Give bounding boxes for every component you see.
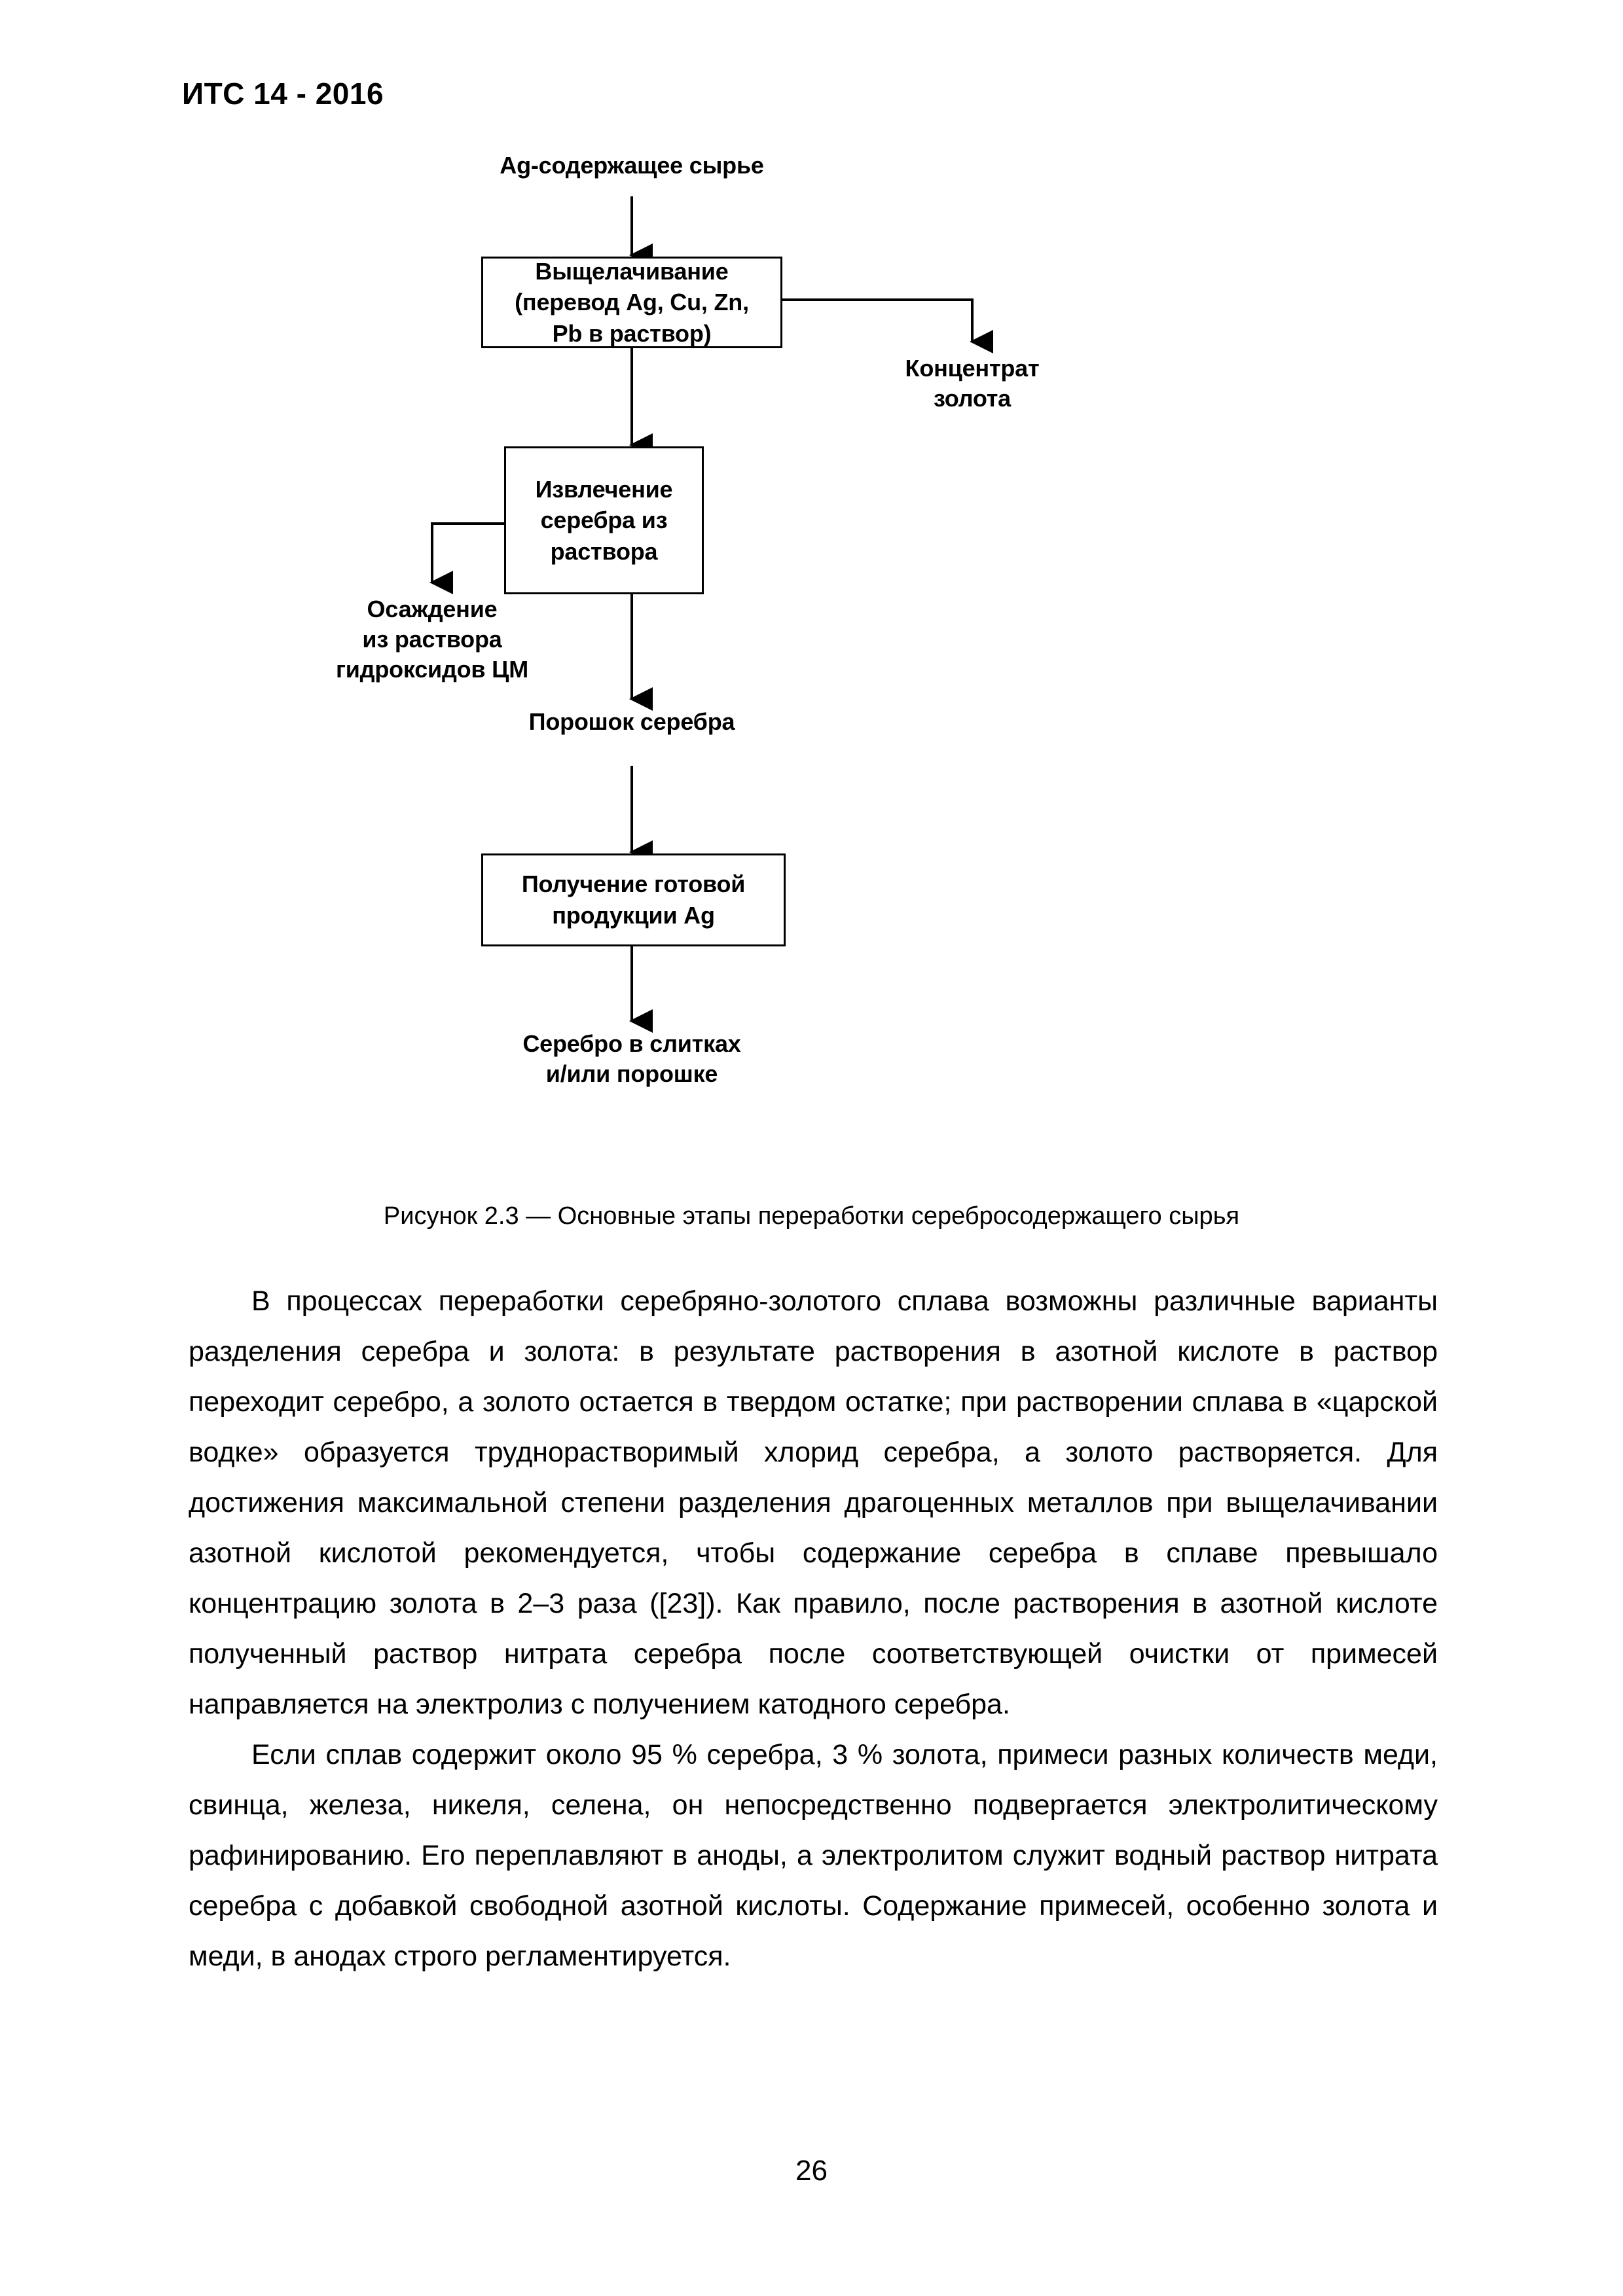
paragraph-2: Если сплав содержит около 95 % серебра, … (189, 1739, 1438, 1972)
body-text: В процессах переработки серебряно-золото… (189, 1276, 1438, 1982)
running-header: ИТС 14 - 2016 (182, 77, 384, 111)
flow-node-gold-concentrate: Концентрат золота (905, 355, 1040, 412)
flow-box-silver-extraction: Извлечение серебра из раствора (504, 446, 704, 594)
flow-box-leaching: Выщелачивание (перевод Ag, Cu, Zn, Pb в … (481, 257, 782, 348)
flow-node-input-material: Ag-содержащее сырье (500, 152, 764, 179)
paragraph-1: В процессах переработки серебряно-золото… (189, 1285, 1438, 1720)
flow-box-final-product: Получение готовой продукции Ag (481, 853, 786, 946)
flow-node-hydroxide-precipitation: Осаждение из раствора гидроксидов ЦМ (335, 596, 529, 683)
figure-caption: Рисунок 2.3 — Основные этапы переработки… (383, 1202, 1240, 1230)
figure-2-3: Ag-содержащее сырье Выщелачивание (перев… (183, 151, 1453, 1172)
page-number: 26 (795, 2155, 828, 2187)
flow-node-output-product: Серебро в слитках и/или порошке (522, 1030, 741, 1088)
flow-node-silver-powder: Порошок серебра (528, 708, 735, 735)
